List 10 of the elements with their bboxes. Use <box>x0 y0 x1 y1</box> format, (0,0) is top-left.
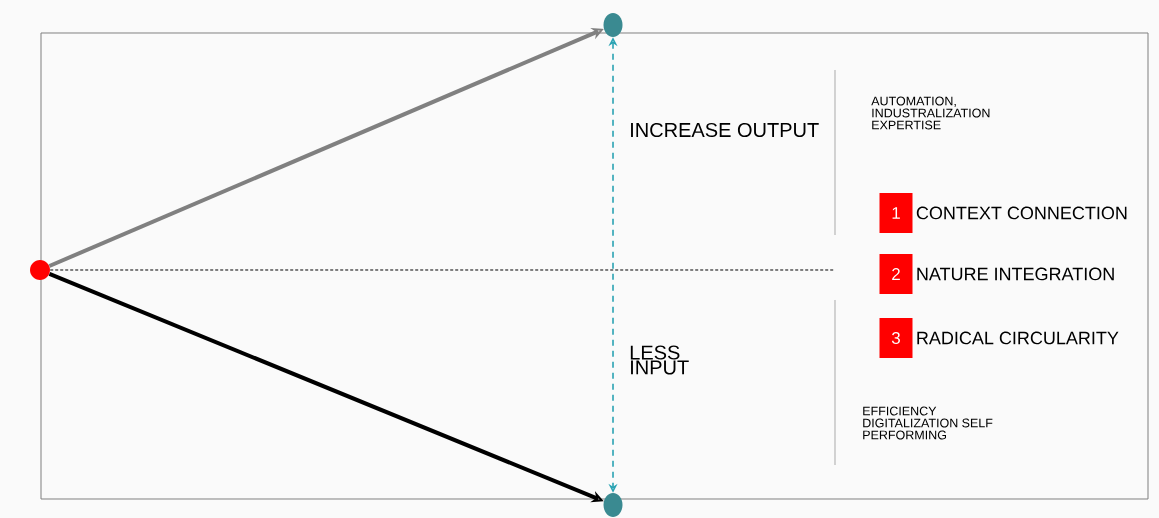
label-text: AUTOMATION, INDUSTRALIZATION EXPERTISE <box>871 96 990 130</box>
dot <box>603 493 623 517</box>
item-text: RADICAL CIRCULARITY <box>917 331 1119 345</box>
dot <box>30 260 50 280</box>
label-text: EFFICIENCY DIGITALIZATION SELF PERFORMING <box>863 406 993 440</box>
item-text: NATURE INTEGRATION <box>917 267 1114 281</box>
dot <box>603 13 623 37</box>
label-text: INCREASE OUTPUT <box>631 122 819 138</box>
item-text: CONTEXT CONNECTION <box>916 206 1127 220</box>
label-text: LESS INPUT <box>630 345 689 375</box>
